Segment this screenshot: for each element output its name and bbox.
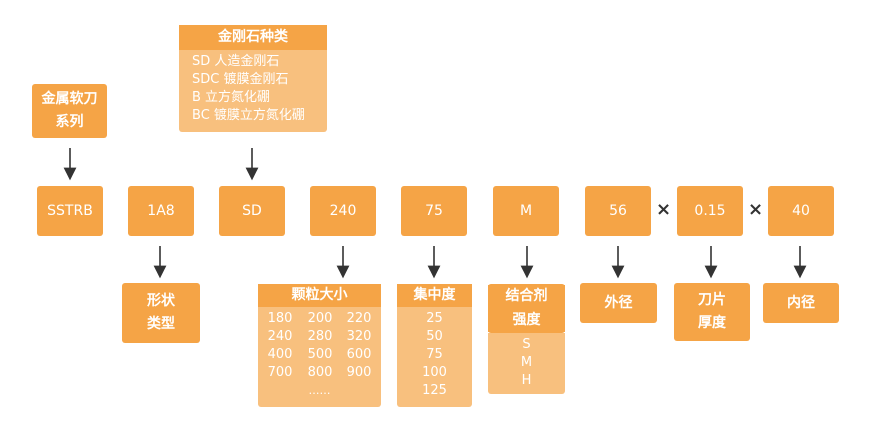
outer-diameter-box: 外径 xyxy=(580,283,657,323)
series-line1: 金属软刀 xyxy=(41,91,98,107)
code-box-sstrb: SSTRB xyxy=(37,186,103,236)
code-box-grit: 240 xyxy=(310,186,376,236)
diamond-type-panel: SD 人造金刚石 SDC 镀膜金刚石 B 立方氮化硼 BC 镀膜立方氮化硼 xyxy=(179,50,327,132)
shape-line2: 类型 xyxy=(147,316,175,332)
grit-value: 180 xyxy=(267,311,293,326)
grit-panel: 180 240 400 700 200 280 500 800 220 320 … xyxy=(258,307,381,407)
times-sign: × xyxy=(656,199,672,220)
code-box-outer-diameter: 56 xyxy=(585,186,651,236)
bond-line1: 结合剂 xyxy=(488,285,565,308)
grit-column: 220 320 600 900 xyxy=(337,310,381,382)
grit-value: 280 xyxy=(307,329,333,344)
concentration-value: 125 xyxy=(422,383,447,398)
times-sign: × xyxy=(748,199,764,220)
bond-header: 结合剂 强度 xyxy=(488,284,565,333)
bond-value: S xyxy=(522,337,531,352)
concentration-title: 集中度 xyxy=(397,284,472,307)
grit-value: 320 xyxy=(346,329,372,344)
grit-value: 900 xyxy=(346,365,372,380)
concentration-value: 75 xyxy=(426,347,443,362)
diamond-type-title: 金刚石种类 xyxy=(179,25,327,50)
grit-title: 颗粒大小 xyxy=(258,284,381,307)
concentration-value: 50 xyxy=(426,329,443,344)
grit-value: 220 xyxy=(346,311,372,326)
shape-line1: 形状 xyxy=(147,293,175,309)
grit-column: 200 280 500 800 xyxy=(298,310,342,382)
grit-value: 500 xyxy=(307,347,333,362)
code-box-thickness: 0.15 xyxy=(677,186,743,236)
bond-value: H xyxy=(521,373,532,388)
diamond-type-header: 金刚石种类 xyxy=(179,25,327,50)
thickness-line2: 厚度 xyxy=(698,315,726,331)
grit-value: 600 xyxy=(346,347,372,362)
thickness-box: 刀片 厚度 xyxy=(674,283,750,341)
bond-line2: 强度 xyxy=(488,309,565,332)
concentration-panel: 25 50 75 100 125 xyxy=(397,307,472,407)
code-box-concentration: 75 xyxy=(401,186,467,236)
diamond-type-item: SDC 镀膜金刚石 xyxy=(192,72,289,87)
grit-value: 200 xyxy=(307,311,333,326)
grit-column: 180 240 400 700 xyxy=(258,310,302,382)
diamond-type-item: SD 人造金刚石 xyxy=(192,54,280,69)
concentration-value: 100 xyxy=(422,365,447,380)
code-box-bond: M xyxy=(493,186,559,236)
code-box-diamond: SD xyxy=(219,186,285,236)
concentration-value: 25 xyxy=(426,311,443,326)
inner-diameter-box: 内径 xyxy=(763,283,839,323)
series-box: 金属软刀 系列 xyxy=(32,84,107,138)
grit-value: 800 xyxy=(307,365,333,380)
bond-column: S M H xyxy=(488,336,565,390)
diamond-type-item: B 立方氮化硼 xyxy=(192,90,271,105)
code-box-shape: 1A8 xyxy=(128,186,194,236)
series-line2: 系列 xyxy=(55,114,84,130)
diamond-type-item: BC 镀膜立方氮化硼 xyxy=(192,108,305,123)
grit-value: 240 xyxy=(267,329,293,344)
thickness-line1: 刀片 xyxy=(698,292,726,308)
concentration-column: 25 50 75 100 125 xyxy=(397,310,472,400)
grit-value: 400 xyxy=(267,347,293,362)
bond-value: M xyxy=(520,355,533,370)
shape-type-box: 形状 类型 xyxy=(122,283,200,343)
code-box-inner-diameter: 40 xyxy=(768,186,834,236)
grit-value: 700 xyxy=(267,365,293,380)
concentration-header: 集中度 xyxy=(397,284,472,307)
grit-header: 颗粒大小 xyxy=(258,284,381,307)
grit-more: …… xyxy=(308,384,331,397)
bond-panel: S M H xyxy=(488,333,565,394)
